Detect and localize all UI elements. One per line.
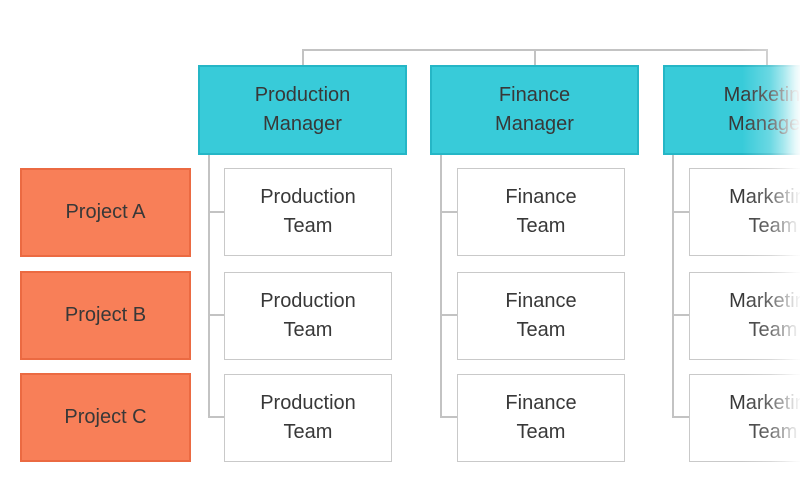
team-label-marketing-1: Marketing Team: [729, 186, 800, 237]
project-label-a: Project A: [65, 201, 146, 223]
connector-stub-marketing-2: [672, 314, 690, 316]
connector-stub-marketing-1: [672, 211, 690, 213]
team-box-finance-3: Finance Team: [457, 374, 625, 462]
team-box-production-2: Production Team: [224, 272, 392, 360]
team-box-marketing-3: Marketing Team: [689, 374, 800, 462]
connector-stub-finance-2: [440, 314, 458, 316]
connector-vline-finance: [440, 155, 442, 418]
team-label-production-1: Production Team: [260, 186, 356, 237]
manager-label-production: Production Manager: [254, 84, 351, 135]
project-box-a: Project A: [20, 168, 191, 257]
connector-drop-marketing: [766, 49, 768, 66]
connector-stub-finance-1: [440, 211, 458, 213]
manager-label-marketing: Marketing Manager: [723, 84, 800, 135]
manager-box-finance: Finance Manager: [430, 65, 639, 155]
connector-stub-production-2: [208, 314, 226, 316]
connector-stub-production-1: [208, 211, 226, 213]
team-label-finance-1: Finance Team: [505, 186, 577, 237]
team-label-marketing-3: Marketing Team: [729, 392, 800, 443]
team-box-production-1: Production Team: [224, 168, 392, 256]
team-label-finance-2: Finance Team: [505, 290, 577, 341]
team-box-marketing-1: Marketing Team: [689, 168, 800, 256]
team-label-finance-3: Finance Team: [505, 392, 577, 443]
team-box-finance-2: Finance Team: [457, 272, 625, 360]
team-box-marketing-2: Marketing Team: [689, 272, 800, 360]
project-box-b: Project B: [20, 271, 191, 360]
manager-label-finance: Finance Manager: [495, 84, 574, 135]
connector-stub-production-3: [208, 416, 226, 418]
manager-box-production: Production Manager: [198, 65, 407, 155]
project-label-b: Project B: [64, 304, 147, 326]
team-label-production-3: Production Team: [260, 392, 356, 443]
team-box-finance-1: Finance Team: [457, 168, 625, 256]
connector-drop-finance: [534, 49, 536, 66]
team-box-production-3: Production Team: [224, 374, 392, 462]
project-box-c: Project C: [20, 373, 191, 462]
connector-stub-finance-3: [440, 416, 458, 418]
team-label-production-2: Production Team: [260, 290, 356, 341]
team-label-marketing-2: Marketing Team: [729, 290, 800, 341]
connector-drop-production: [302, 49, 304, 66]
project-label-c: Project C: [64, 406, 147, 428]
connector-vline-production: [208, 155, 210, 418]
connector-stub-marketing-3: [672, 416, 690, 418]
manager-box-marketing: Marketing Manager: [663, 65, 800, 155]
connector-vline-marketing: [672, 155, 674, 418]
